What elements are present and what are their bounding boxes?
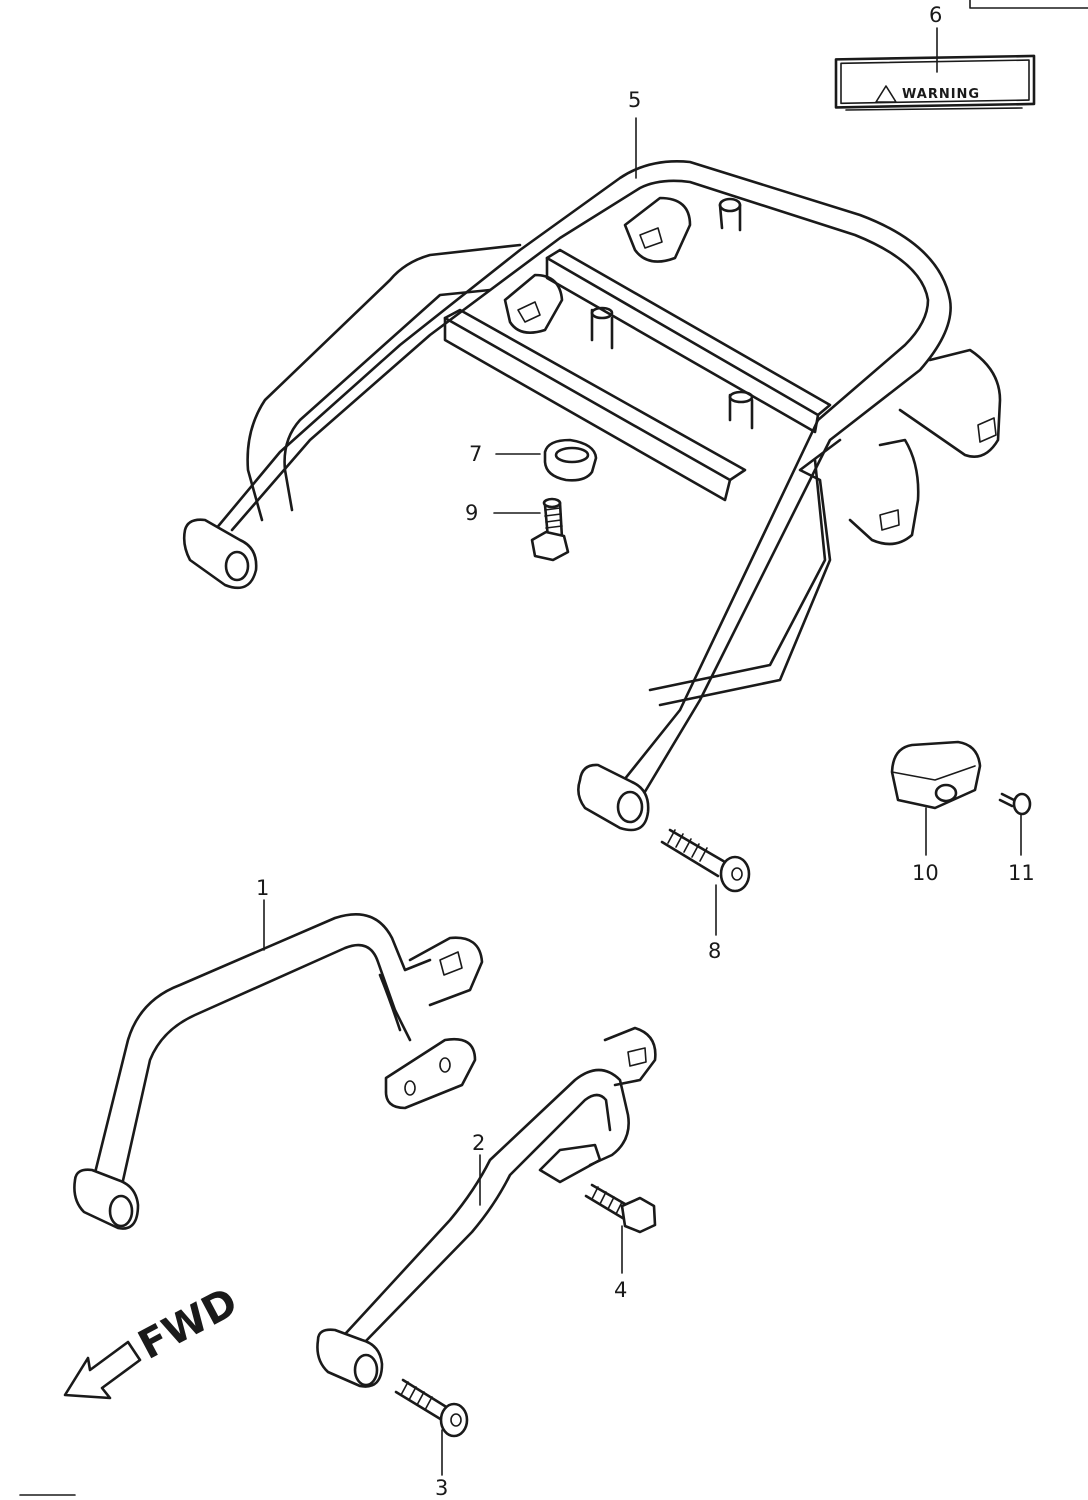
part-7-grommet: 7	[469, 438, 598, 482]
callout-5: 5	[628, 88, 641, 112]
part-10-clamp: 10	[890, 740, 982, 885]
part-1-bracket: 1	[73, 876, 484, 1230]
part-9-bolt: 9	[465, 497, 570, 562]
callout-1: 1	[256, 876, 269, 900]
part-6-warning-label: WARNING 6	[834, 0, 1088, 111]
part-4-bolt: 4	[584, 1183, 657, 1302]
callout-2: 2	[472, 1131, 485, 1155]
callout-9: 9	[465, 501, 478, 525]
part-3-bolt: 3	[394, 1378, 469, 1500]
callout-8: 8	[708, 939, 721, 963]
part-11-screw: 11	[998, 792, 1035, 885]
warning-triangle-icon	[875, 85, 897, 103]
callout-7: 7	[469, 442, 482, 466]
warning-label-title: WARNING	[902, 87, 980, 102]
fwd-label: FWD	[131, 1279, 245, 1369]
part-8-bolt: 8	[660, 828, 751, 963]
forward-direction-indicator: FWD	[63, 1279, 245, 1400]
part-2-bracket: 2	[316, 1026, 657, 1388]
callout-4: 4	[614, 1278, 627, 1302]
part-5-rear-carrier: 5	[182, 88, 1002, 832]
forward-arrow-icon	[63, 1340, 142, 1400]
callout-6: 6	[929, 3, 942, 27]
callout-11: 11	[1008, 861, 1035, 885]
callout-10: 10	[912, 861, 939, 885]
callout-3: 3	[435, 1476, 448, 1500]
